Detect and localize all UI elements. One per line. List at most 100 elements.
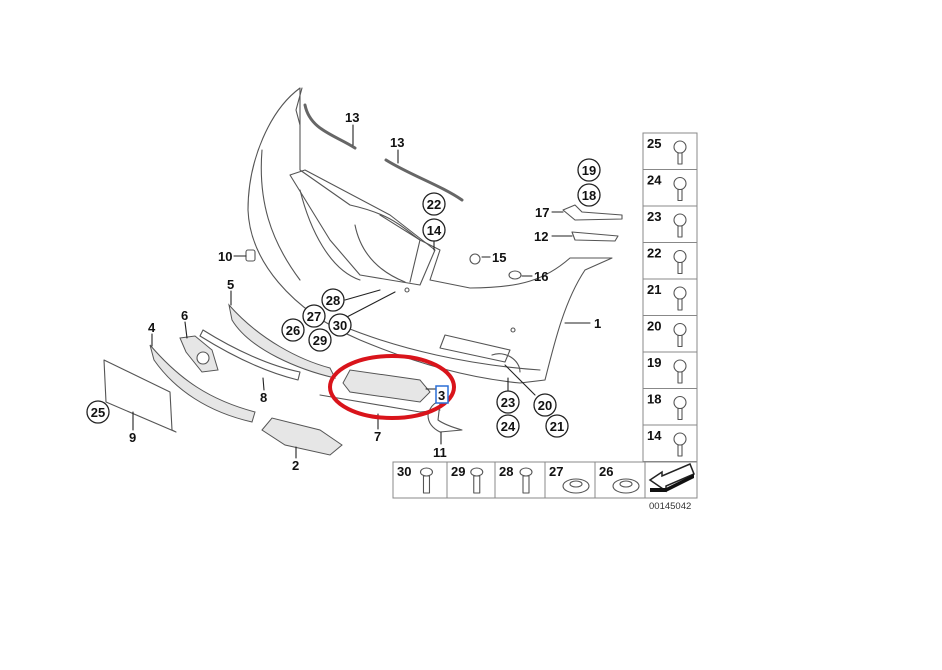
part-label: 11: [433, 445, 447, 460]
callout-circle: 14: [422, 218, 446, 242]
part-label: 7: [374, 429, 381, 444]
grille-3: [342, 369, 431, 403]
fastener-cell: 19: [642, 351, 698, 389]
fastener-label: 22: [647, 246, 661, 261]
fastener-icon: [673, 249, 687, 264]
fastener-icon: [419, 467, 434, 477]
fastener-shank: [677, 298, 683, 311]
callout-circle: 26: [281, 318, 305, 342]
callout-circle: 18: [577, 183, 601, 207]
trim-strip-13a: [303, 103, 357, 150]
fastener-cell: 28: [494, 461, 546, 499]
fastener-shank: [473, 475, 481, 494]
fastener-label: 25: [647, 136, 661, 151]
callout-label: 28: [326, 293, 340, 308]
fastener-shank: [677, 188, 683, 202]
part-labels: 13 13 10 5 6 4 8 9 2 7 11 1 17 12 15 16: [129, 110, 601, 473]
fastener-icon: [519, 467, 533, 477]
fastener-cell: 27: [544, 461, 596, 499]
fastener-label: 26: [599, 464, 613, 479]
fastener-icon: [470, 467, 484, 477]
fastener-label: 24: [647, 173, 662, 188]
fastener-cell: 21: [642, 278, 698, 316]
callout-circle: 30: [328, 313, 352, 337]
callout-label: 21: [550, 419, 564, 434]
fastener-shank: [677, 225, 683, 238]
part-label: 4: [148, 320, 156, 335]
fastener-label: 29: [451, 464, 465, 479]
highlight-ellipse: [328, 354, 456, 420]
fastener-cell: 25: [642, 132, 698, 170]
fastener-label: 21: [647, 282, 661, 297]
fastener-label: 14: [647, 428, 662, 443]
part-label: 16: [534, 269, 548, 284]
leader-lines: [132, 124, 591, 459]
fastener-icon: [673, 176, 687, 191]
part-label: 8: [260, 390, 267, 405]
fog-frame-hole: [196, 351, 210, 365]
fastener-cell: 29: [446, 461, 496, 499]
callout-label: 29: [313, 333, 327, 348]
callout-circle: 22: [422, 192, 446, 216]
callout-label: 24: [501, 419, 516, 434]
callout-circle: 21: [545, 414, 569, 438]
fastener-label: 19: [647, 355, 661, 370]
part-label: 5: [227, 277, 234, 292]
license-plate-9: [103, 359, 177, 433]
trim-strip-13b: [384, 158, 464, 202]
diagram-code: 00145042: [649, 501, 691, 512]
fastener-icon: [673, 432, 687, 446]
callout-label: 19: [582, 163, 596, 178]
fastener-label: 30: [397, 464, 411, 479]
callout-circle: 19: [577, 158, 601, 182]
fastener-icon: [673, 286, 687, 300]
callout-label: 20: [538, 398, 552, 413]
clip-15: [469, 253, 481, 265]
fastener-label: 18: [647, 392, 661, 407]
callout-label: 14: [427, 223, 442, 238]
fastener-icon: [673, 359, 687, 373]
callout-circle: 25: [86, 400, 110, 424]
callout-label: 27: [307, 309, 321, 324]
callout-label: 30: [333, 318, 347, 333]
cover-11: [427, 401, 463, 433]
part-label: 6: [181, 308, 188, 323]
callout-circle: 28: [321, 288, 345, 312]
fastener-cell: 30: [392, 461, 448, 499]
cap-10: [245, 249, 256, 262]
fastener-cell: 18: [642, 388, 698, 426]
bracket-17: [562, 204, 623, 221]
callout-circle: 27: [302, 304, 326, 328]
fastener-label: 27: [549, 464, 563, 479]
part-label: 12: [534, 229, 548, 244]
fastener-label: 28: [499, 464, 513, 479]
fastener-cell: 14: [642, 424, 698, 462]
part-label: 10: [218, 249, 232, 264]
fastener-shank: [677, 444, 683, 457]
callout-label: 18: [582, 188, 596, 203]
callout-label: 23: [501, 395, 515, 410]
part-label: 1: [594, 316, 601, 331]
fastener-shank: [677, 152, 683, 165]
fastener-shank: [677, 261, 683, 275]
arrow-icon: [644, 461, 698, 499]
fastener-cell: 23: [642, 205, 698, 243]
grille-4: [149, 344, 256, 423]
part-label: 13: [390, 135, 404, 150]
callout-circle: 23: [496, 390, 520, 414]
fastener-icon: [673, 395, 687, 410]
part-label: 17: [535, 205, 549, 220]
fastener-shank: [677, 371, 683, 384]
grommet-hole: [569, 480, 583, 488]
part-label: 2: [292, 458, 299, 473]
part-label: 9: [129, 430, 136, 445]
grille-5: [228, 303, 336, 379]
part-label-3: 3: [438, 388, 445, 403]
fastener-shank: [677, 407, 683, 421]
fastener-icon: [673, 322, 687, 337]
fastener-shank: [422, 475, 431, 494]
fastener-cell: 22: [642, 242, 698, 280]
